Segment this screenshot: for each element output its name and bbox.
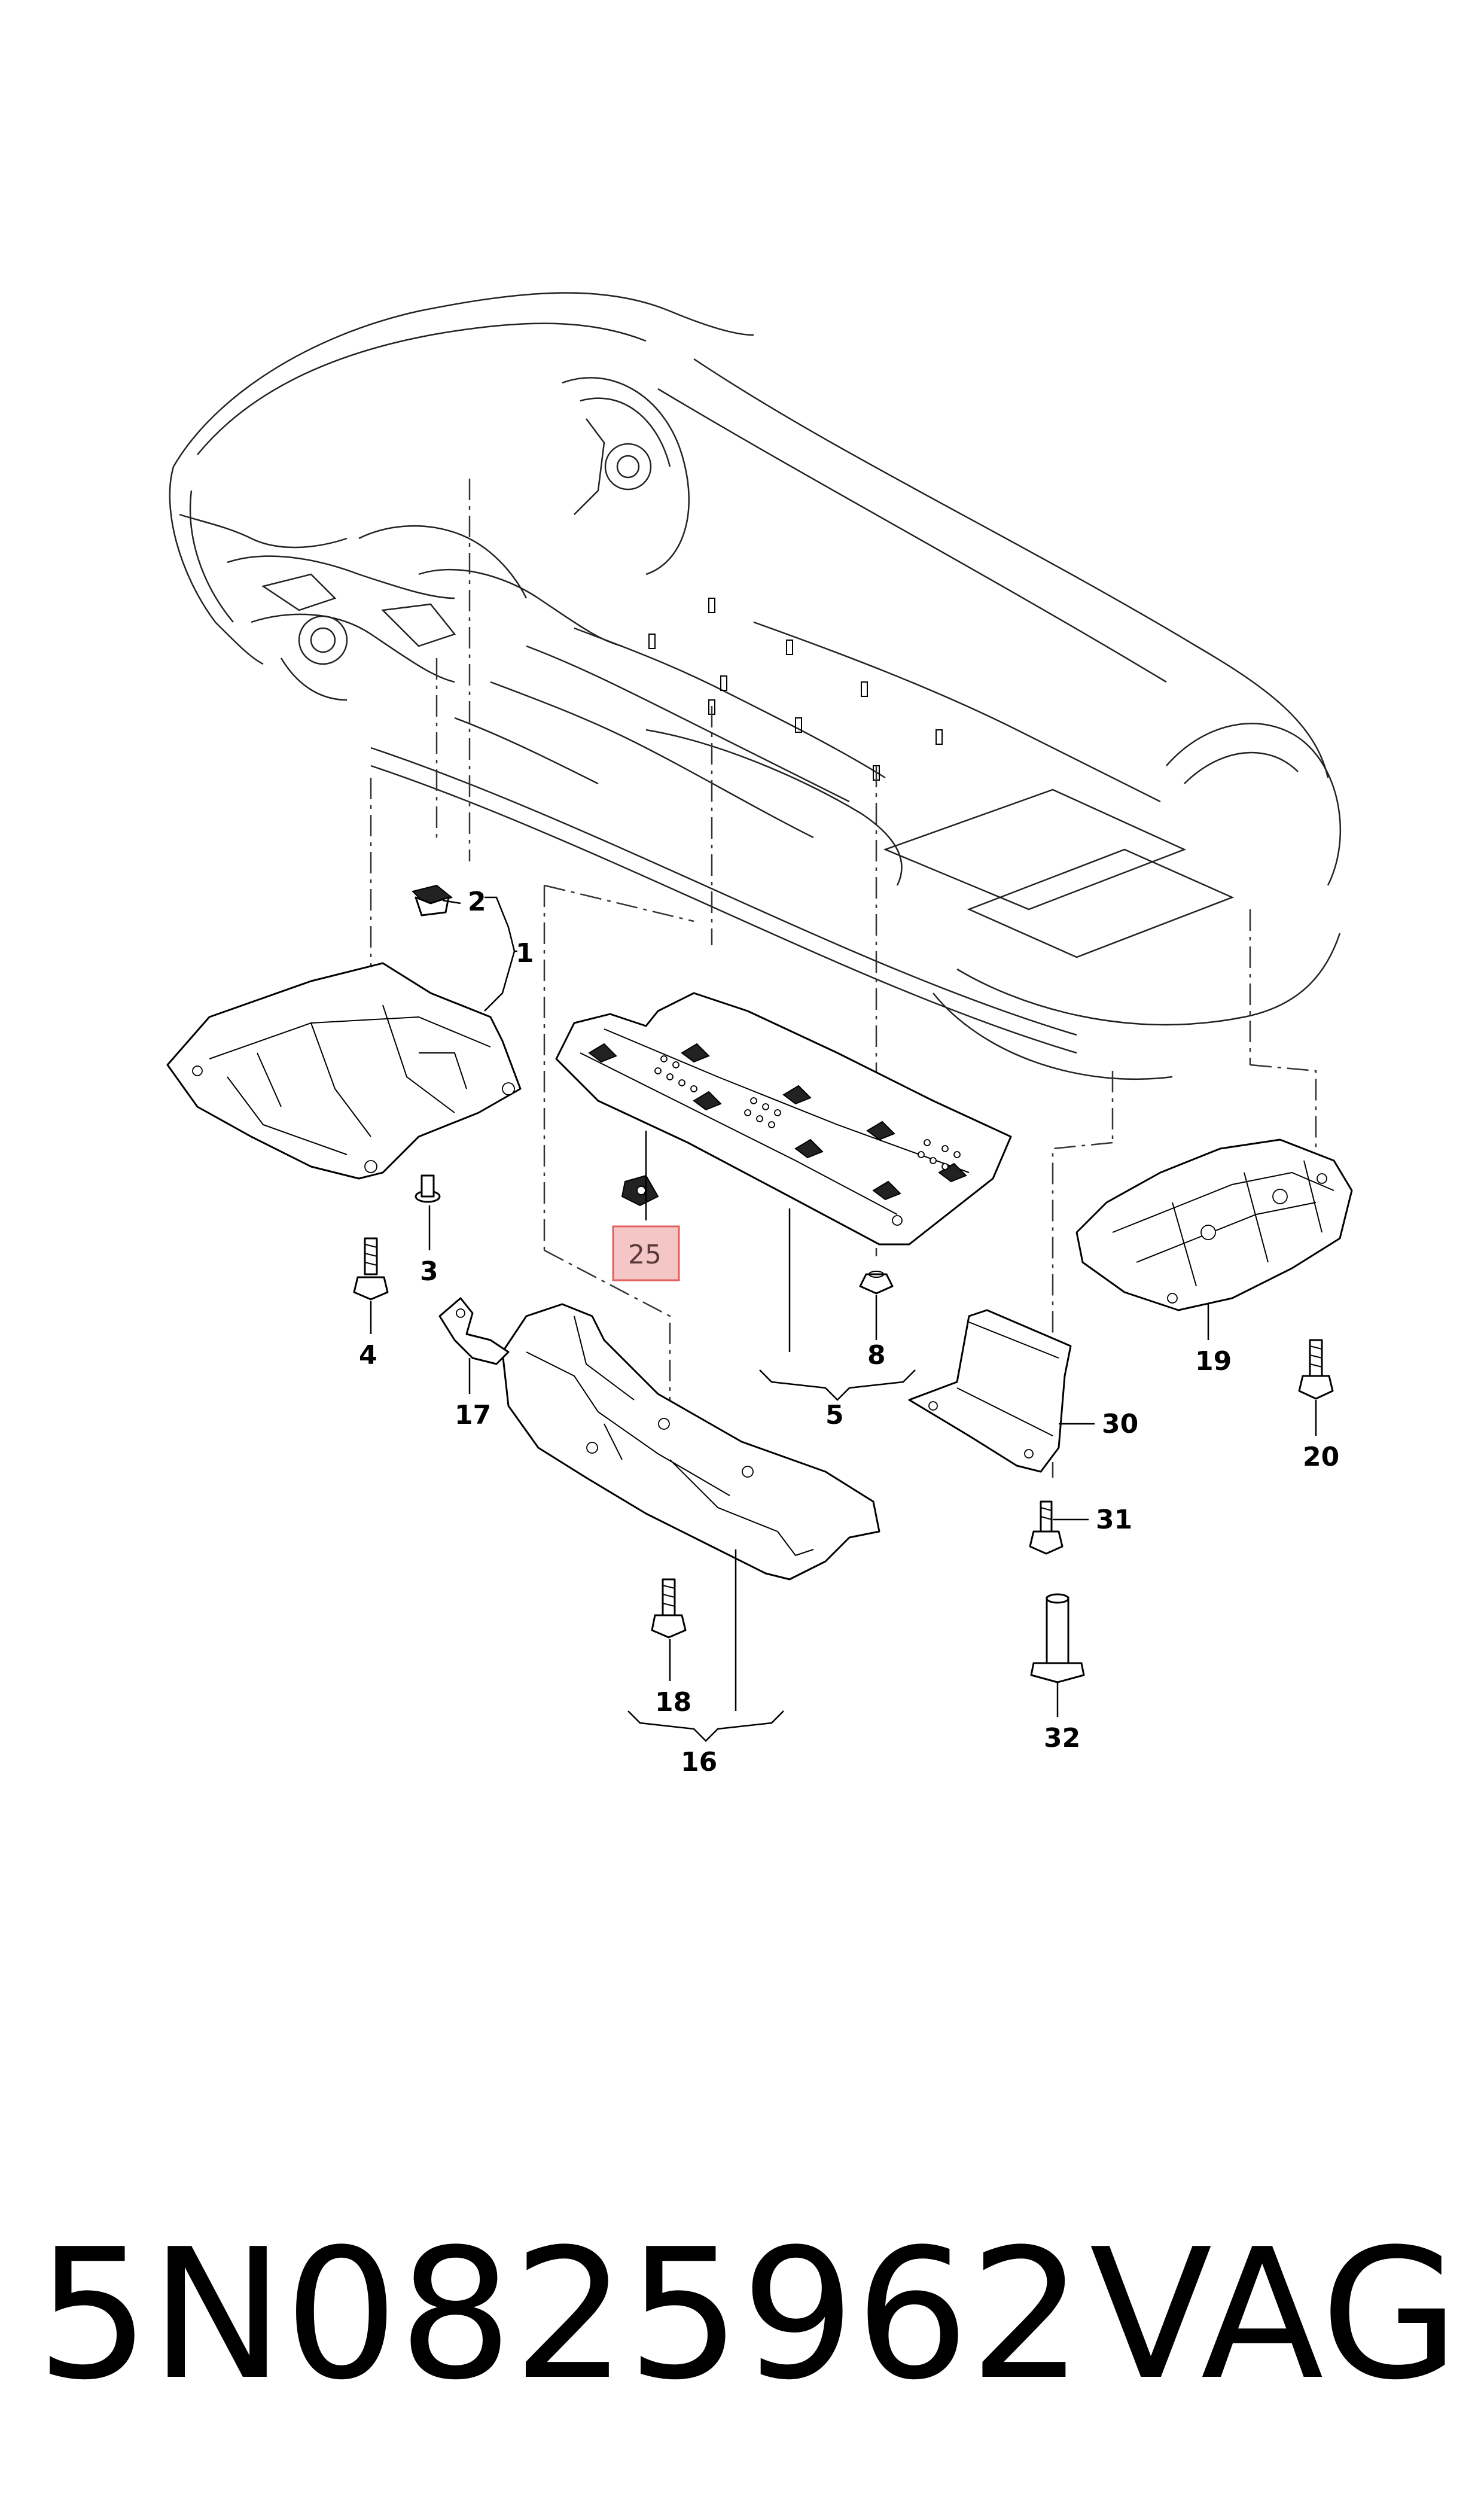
bolt-part-20: [1298, 1339, 1334, 1400]
bolt-part-18: [651, 1578, 687, 1639]
caption-bar: 5N0825962 VAG: [36, 2208, 1459, 2423]
vehicle-underbody: [169, 292, 1342, 1080]
screw-part-3: [415, 1174, 441, 1203]
callout-3: 3: [420, 1256, 438, 1287]
bracket-panel-part-30: [908, 1309, 1072, 1473]
assembly-lines: [370, 479, 1317, 1478]
side-trim-part-16: [501, 1303, 880, 1581]
callout-32: 32: [1044, 1723, 1080, 1753]
callout-19: 19: [1195, 1346, 1232, 1377]
callout-2: 2: [468, 887, 486, 917]
highlight-box-25: [612, 1225, 680, 1281]
parts-diagram: 2 1 3 4 5 8 16 17 18 19 20 30 31 32 25: [166, 292, 1353, 1777]
clip-part-25: [621, 1174, 659, 1207]
nut-part-8: [859, 1271, 894, 1295]
bolt-part-31: [1029, 1500, 1064, 1555]
underbody-panel-part-5: [555, 992, 1012, 1246]
callout-8: 8: [867, 1340, 886, 1371]
clip-part-2: [412, 884, 453, 917]
part-number: 5N0825962: [36, 2211, 1084, 2419]
rear-shield-part-19: [1075, 1138, 1353, 1311]
bracket-part-17: [438, 1297, 510, 1365]
callout-20: 20: [1303, 1442, 1339, 1472]
callout-31: 31: [1096, 1505, 1132, 1535]
callout-17: 17: [455, 1400, 491, 1430]
callout-4: 4: [359, 1340, 377, 1371]
callout-30: 30: [1102, 1409, 1138, 1439]
engine-undershield-part: [166, 962, 522, 1180]
callout-5: 5: [825, 1400, 844, 1430]
callout-25: 25: [628, 1240, 662, 1270]
callout-1: 1: [516, 938, 534, 969]
stud-part-32: [1030, 1593, 1085, 1683]
callout-labels: 2 1 3 4 5 8 16 17 18 19 20 30 31 32 25: [359, 887, 1339, 1777]
leader-lines: [370, 896, 1317, 1742]
bolt-part-4: [353, 1237, 389, 1301]
callout-16: 16: [681, 1747, 717, 1777]
brand-name: VAG: [1089, 2211, 1459, 2419]
callout-18: 18: [655, 1687, 691, 1718]
